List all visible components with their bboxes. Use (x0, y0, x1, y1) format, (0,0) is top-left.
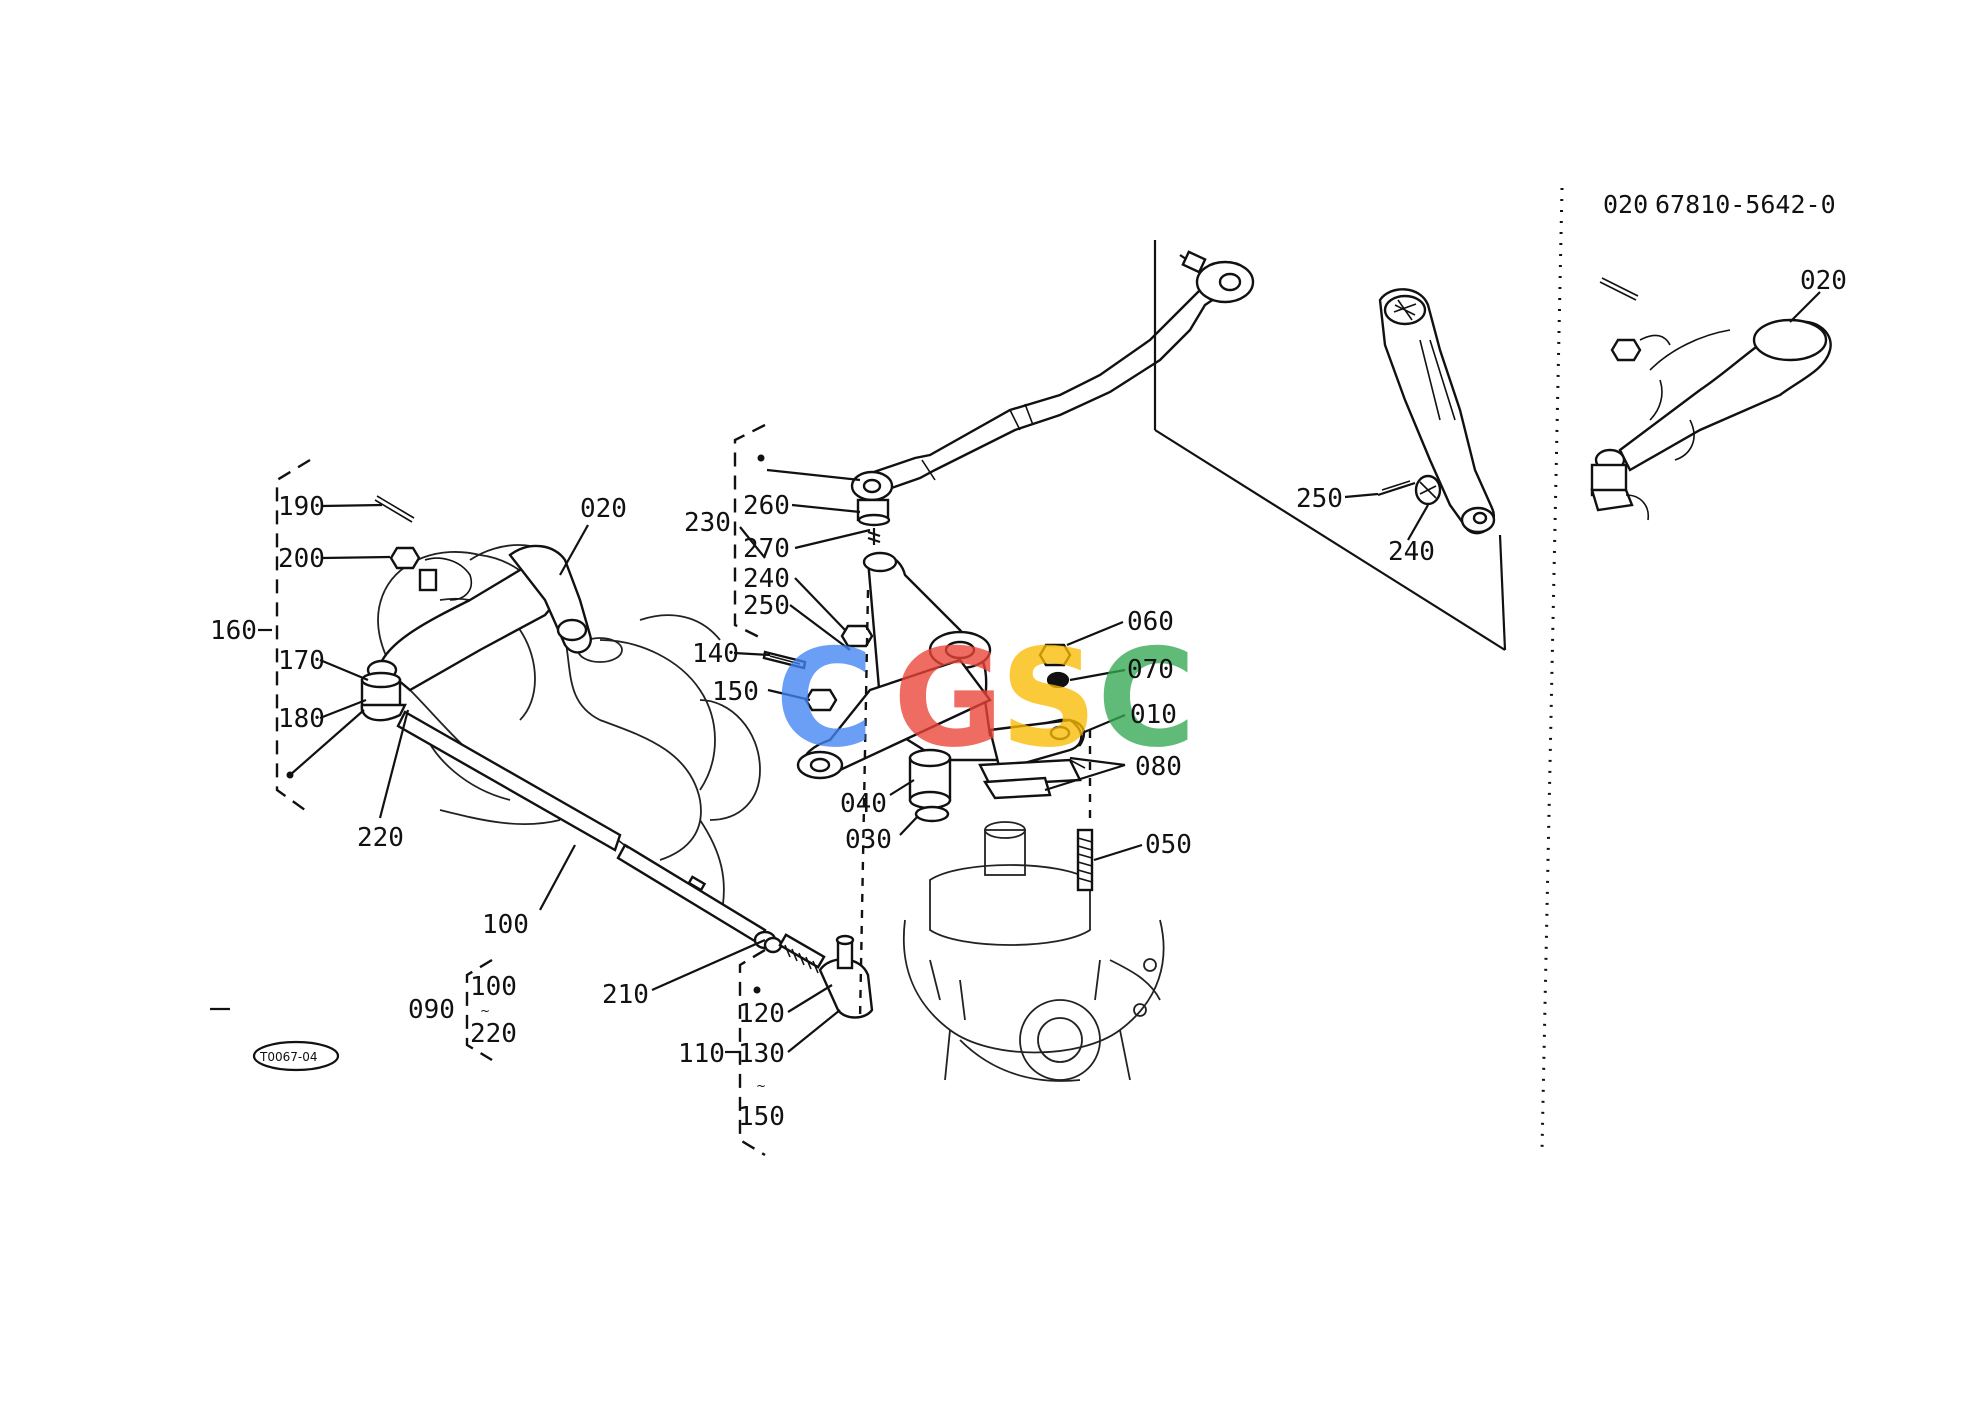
bolt-140 (762, 650, 807, 670)
label-180: 180 (278, 704, 325, 734)
label-240-inset: 240 (1388, 537, 1435, 567)
header-part-number: 67810-5642-0 (1655, 190, 1836, 219)
label-210: 210 (602, 980, 649, 1010)
steering-gearbox (902, 821, 1165, 1082)
drag-link (850, 250, 1255, 545)
label-080: 080 (1135, 752, 1182, 782)
arm-020-detail (1590, 277, 1832, 521)
pitman-arm-inset (1377, 288, 1496, 535)
label-240-center: 240 (743, 564, 790, 594)
label-100: 100 (482, 910, 529, 940)
knuckle-arm-left (366, 544, 592, 692)
label-060: 060 (1127, 607, 1174, 637)
label-130: 130 (738, 1039, 785, 1069)
label-090-range-tilde: ~ (480, 1004, 490, 1018)
leader-lines (210, 291, 1821, 1054)
figure-code-badge (252, 1040, 340, 1072)
label-090: 090 (408, 995, 455, 1025)
header-part-ref: 020 (1603, 190, 1648, 219)
label-030: 030 (845, 825, 892, 855)
label-090-range-start: 100 (470, 972, 517, 1002)
label-140: 140 (692, 639, 739, 669)
label-150-range-end: 150 (738, 1102, 785, 1132)
label-020-detail: 020 (1800, 266, 1847, 296)
center-steering-arm (796, 551, 1086, 800)
label-190: 190 (278, 492, 325, 522)
inset-frame (1153, 240, 1507, 651)
label-070: 070 (1127, 655, 1174, 685)
label-090-range-end: 220 (470, 1019, 517, 1049)
watermark-letter-2: G (893, 620, 1004, 777)
bushing-040 (908, 748, 952, 810)
label-270: 270 (743, 534, 790, 564)
label-220-left: 220 (357, 823, 404, 853)
stud-050 (1076, 828, 1094, 892)
nut-060-washer-070 (1038, 643, 1072, 689)
watermark-letter-1: C (775, 620, 874, 777)
leader-dots (286, 454, 765, 994)
label-120: 120 (738, 999, 785, 1029)
nut-200-pin-190 (374, 495, 421, 570)
label-020-left: 020 (580, 494, 627, 524)
label-230: 230 (684, 508, 731, 538)
o-ring-030 (914, 805, 950, 823)
label-150: 150 (712, 677, 759, 707)
label-010: 010 (1130, 700, 1177, 730)
tie-rod-end-right (778, 933, 874, 1019)
label-110: 110 (678, 1039, 725, 1069)
label-250-center: 250 (743, 591, 790, 621)
label-170: 170 (278, 646, 325, 676)
label-110-range-tilde: ~ (756, 1079, 766, 1093)
label-200: 200 (278, 544, 325, 574)
label-050: 050 (1145, 830, 1192, 860)
label-250-inset: 250 (1296, 484, 1343, 514)
figure-code: T0067-04 (259, 1050, 317, 1064)
watermark-letter-4: C (1097, 620, 1196, 777)
watermark: C G S C (775, 620, 1196, 777)
watermark-letter-3: S (1000, 620, 1097, 777)
tie-rod-100 (396, 710, 783, 954)
label-040: 040 (840, 789, 887, 819)
label-160: 160 (210, 616, 257, 646)
tie-rod-end-left (360, 671, 407, 722)
label-260: 260 (743, 491, 790, 521)
